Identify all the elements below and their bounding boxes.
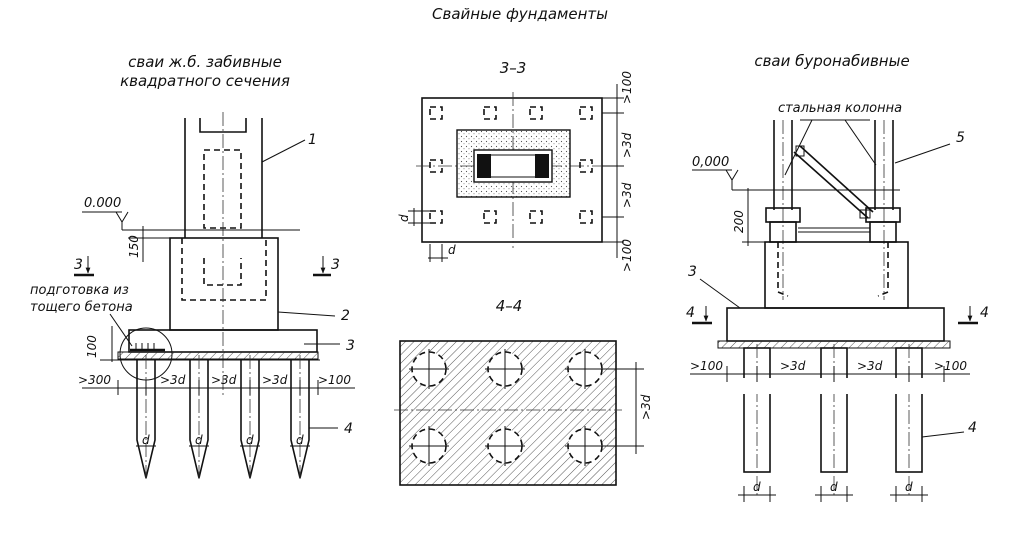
- bored-pile-plan-marks: [409, 349, 605, 466]
- section-4-marks: [692, 306, 978, 325]
- left-dim-3d-3: >3d: [262, 373, 288, 387]
- section-44-label: 4–4: [496, 297, 523, 315]
- right-dim-d-1: d: [753, 480, 761, 494]
- left-dim-300: >300: [78, 373, 111, 387]
- m-dim-d-vert: d: [397, 214, 411, 222]
- right-dim-3d-2: >3d: [857, 359, 883, 373]
- left-heading-line1: сваи ж.б. забивные: [128, 53, 282, 71]
- right-section-mark-right: 4: [980, 305, 989, 321]
- middle-sections: 3–3 >100 >3d >3d: [394, 59, 653, 486]
- left-dim-d-4: d: [296, 433, 304, 447]
- section-33-label: 3–3: [500, 59, 527, 77]
- left-dim-d-2: d: [195, 433, 203, 447]
- prep-label-line2: тощего бетона: [30, 300, 133, 315]
- m-dim-100-top: >100: [620, 71, 634, 104]
- left-dim-3d-1: >3d: [160, 373, 186, 387]
- drawing-title: Свайные фундаменты: [432, 5, 608, 23]
- left-callout-3: 3: [346, 338, 355, 354]
- right-pile-cap: [726, 307, 945, 342]
- left-callout-2: 2: [341, 308, 350, 324]
- left-section-mark-left: 3: [74, 257, 83, 273]
- right-dim-d-3: d: [905, 480, 913, 494]
- pedestal: [764, 241, 909, 309]
- right-dim-200: 200: [732, 210, 746, 233]
- m-dim-3d-1: >3d: [620, 132, 634, 158]
- section-3-marks: [74, 256, 331, 277]
- left-dim-100: >100: [318, 373, 351, 387]
- left-section-mark-right: 3: [331, 257, 340, 273]
- left-dim-100-vert: 100: [85, 335, 99, 358]
- left-dim-d-1: d: [142, 433, 150, 447]
- left-level-mark: [82, 211, 300, 239]
- m-dim-100-bottom: >100: [620, 239, 634, 272]
- right-callout-5: 5: [956, 130, 965, 146]
- right-heading: сваи буронабивные: [754, 52, 909, 70]
- steel-columns: [773, 120, 894, 300]
- left-level-value: 0.000: [84, 196, 121, 211]
- right-section-mark-left: 4: [686, 305, 695, 321]
- driven-piles: [136, 355, 310, 482]
- right-level-value: 0,000: [692, 155, 729, 170]
- right-dim-100-right: >100: [934, 359, 967, 373]
- bored-piles: [738, 344, 938, 496]
- left-section-driven-piles: сваи ж.б. забивные квадратного сечения: [30, 53, 355, 482]
- base-plates: [765, 207, 901, 297]
- left-heading-line2: квадратного сечения: [120, 72, 290, 90]
- steel-column-label: стальная колонна: [778, 101, 902, 116]
- left-dim-d-3: d: [246, 433, 254, 447]
- left-callout-4: 4: [344, 421, 353, 437]
- precast-column: [181, 112, 267, 395]
- pile-plan-marks: [429, 106, 593, 224]
- left-callout-1: 1: [308, 132, 317, 148]
- right-section-bored-piles: сваи буронабивные стальная колонна: [686, 52, 989, 502]
- m-dim-d-horiz: d: [448, 243, 456, 257]
- right-dim-3d-1: >3d: [780, 359, 806, 373]
- m-dim-3d-44: >3d: [639, 394, 653, 420]
- socket-footing: [169, 237, 279, 331]
- left-dim-150: 150: [127, 235, 141, 258]
- lean-concrete-prep: [117, 351, 319, 360]
- section-33-outline: [421, 97, 603, 243]
- right-level-mark: [692, 169, 900, 191]
- right-dim-d-2: d: [830, 480, 838, 494]
- right-callout-3: 3: [688, 264, 697, 280]
- left-dim-3d-2: >3d: [211, 373, 237, 387]
- right-dim-100-left: >100: [690, 359, 723, 373]
- right-callout-4: 4: [968, 420, 977, 436]
- m-dim-3d-2: >3d: [620, 182, 634, 208]
- prep-label-line1: подготовка из: [30, 283, 129, 298]
